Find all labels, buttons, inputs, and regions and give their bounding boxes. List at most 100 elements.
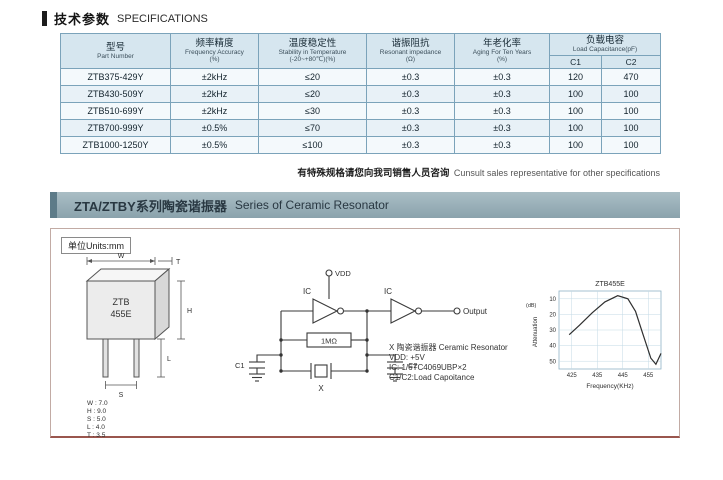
svg-text:445: 445 [618, 373, 629, 379]
svg-text:425: 425 [567, 373, 578, 379]
cell-c2: 470 [600, 67, 662, 86]
circuit-notes: X 陶瓷谐振器 Ceramic Resonator VDD: +5V IC: 1… [389, 343, 561, 383]
resonator-label: X [318, 384, 324, 393]
cell-c2: 100 [600, 101, 662, 120]
cell-part: ZTB1000-1250Y [60, 135, 171, 154]
table-row: ZTB1000-1250Y ±0.5% ≤100 ±0.3 ±0.3 100 1… [60, 135, 662, 154]
col-frequency-accuracy: 频率精度 Frequency Accuracy (%) [170, 33, 259, 69]
ic2-label: IC [384, 287, 392, 296]
col-res-zh: 谐振阻抗 [391, 37, 430, 49]
col-part: 型号 Part Number [60, 33, 171, 69]
cell-temp: ≤30 [258, 101, 367, 120]
page-title-zh: 技术参数 [54, 12, 111, 27]
col-aging-en: Aging For Ten Years [472, 48, 532, 56]
cell-freq: ±2kHz [170, 67, 259, 86]
col-temp-en: Stability in Temperature [278, 48, 347, 56]
dim-value: L : 4.0 [87, 424, 105, 431]
cell-res: ±0.3 [366, 101, 455, 120]
dim-value: T : 3.5 [87, 432, 106, 439]
w-arrow [150, 259, 155, 263]
svg-text:20: 20 [549, 313, 556, 319]
col-load-capacitance: 负载电容 Load Capacitance(pF) [548, 33, 662, 56]
c2-label: C2 [408, 361, 418, 370]
cell-c1: 100 [549, 101, 602, 120]
col-aging-unit: (%) [496, 56, 508, 64]
cell-part: ZTB430-509Y [60, 84, 171, 103]
cell-res: ±0.3 [366, 67, 455, 86]
circuit-note-line: X 陶瓷谐振器 Ceramic Resonator [389, 343, 508, 352]
col-temp-unit: (-20~+80℃)(%) [289, 56, 336, 64]
cell-res: ±0.3 [366, 84, 455, 103]
cell-part: ZTB510-699Y [60, 101, 171, 120]
part-marking-line1: ZTB [113, 297, 130, 307]
lead-right [133, 338, 140, 378]
test-circuit-diagram: VDD IC IC 1MΩ X C1 C2 Output [235, 269, 488, 393]
cell-aging: ±0.3 [454, 101, 550, 120]
circuit-note-line: C1/C2:Load Capoitance [389, 373, 475, 382]
cell-res: ±0.3 [366, 135, 455, 154]
cell-aging: ±0.3 [454, 135, 550, 154]
note-zh: 有特殊规格请您向我司销售人员咨询 [297, 168, 450, 179]
spec-table: 型号 Part Number 频率精度 Frequency Accuracy (… [60, 33, 662, 154]
svg-text:455: 455 [643, 373, 654, 379]
cell-part: ZTB700-999Y [60, 118, 171, 137]
col-load-zh: 负载电容 [586, 35, 625, 46]
vdd-label: VDD [335, 269, 351, 278]
cell-c2: 100 [600, 84, 662, 103]
circuit-junction-dots [279, 309, 369, 373]
svg-text:50: 50 [549, 360, 556, 366]
table-row: ZTB510-699Y ±2kHz ≤30 ±0.3 ±0.3 100 100 [60, 101, 662, 120]
col-freq-unit: (%) [209, 56, 220, 64]
col-aging: 年老化率 Aging For Ten Years (%) [454, 33, 550, 69]
dim-value: H : 9.0 [87, 408, 107, 415]
col-resonant-impedance: 谐振阻抗 Resonant impedance (Ω) [366, 33, 455, 69]
ic1-label: IC [303, 287, 311, 296]
col-res-unit: (Ω) [405, 56, 416, 64]
col-res-en: Resonant impedance [379, 48, 442, 56]
col-temp-zh: 温度稳定性 [288, 37, 337, 49]
part-marking-line2: 455E [110, 309, 131, 319]
dim-label-l: L [167, 356, 171, 363]
specifications-header: 技术参数 SPECIFICATIONS [42, 9, 208, 28]
cell-c1: 120 [549, 67, 602, 86]
attenuation-curve [568, 295, 662, 366]
col-c1: C1 [549, 54, 602, 69]
table-header-row: 型号 Part Number 频率精度 Frequency Accuracy (… [60, 33, 662, 69]
chart-grid [559, 291, 661, 369]
dim-label-s: S [119, 392, 124, 399]
output-label: Output [463, 307, 488, 316]
svg-text:30: 30 [549, 328, 556, 334]
col-load-en: Load Capacitance(pF) [572, 46, 638, 53]
table-row: ZTB430-509Y ±2kHz ≤20 ±0.3 ±0.3 100 100 [60, 84, 662, 103]
circuit-wires [249, 269, 461, 382]
svg-text:40: 40 [549, 344, 556, 350]
col-part-zh: 型号 [105, 41, 125, 53]
cell-temp: ≤20 [258, 84, 367, 103]
cell-freq: ±2kHz [170, 84, 259, 103]
table-subheader-row: C1 C2 [61, 54, 662, 69]
section-banner: ZTA/ZTBY系列陶瓷谐振器 Series of Ceramic Resona… [50, 192, 680, 218]
special-spec-note: 有特殊规格请您向我司销售人员咨询 Cunsult sales represent… [297, 163, 660, 181]
circuit-note-line: VDD: +5V [389, 353, 425, 362]
section-title-zh: ZTA/ZTBY系列陶瓷谐振器 [74, 198, 227, 214]
w-arrow [87, 259, 92, 263]
dim-label-h: H [187, 308, 192, 315]
component-dimension-drawing: W T ZTB 455E H L [85, 253, 192, 439]
cell-c2: 100 [600, 135, 662, 154]
body-side-face [154, 267, 170, 341]
cell-temp: ≤70 [258, 118, 367, 137]
units-label: 单位Units:mm [61, 237, 131, 254]
note-en: Cunsult sales representative for other s… [453, 168, 660, 178]
cell-aging: ±0.3 [454, 118, 550, 137]
col-aging-zh: 年老化率 [482, 37, 521, 49]
cell-freq: ±0.5% [170, 135, 259, 154]
col-freq-zh: 频率精度 [195, 37, 234, 49]
resonator-detail-box: 单位Units:mm W T ZTB 455E H [50, 228, 680, 439]
svg-text:10: 10 [549, 297, 556, 303]
dim-value: S : 5.0 [87, 416, 106, 423]
col-freq-en: Frequency Accuracy [185, 48, 244, 56]
cell-c1: 100 [549, 135, 602, 154]
chart-y-ticks: 10 20 30 40 50 [549, 297, 556, 366]
cell-freq: ±2kHz [170, 101, 259, 120]
